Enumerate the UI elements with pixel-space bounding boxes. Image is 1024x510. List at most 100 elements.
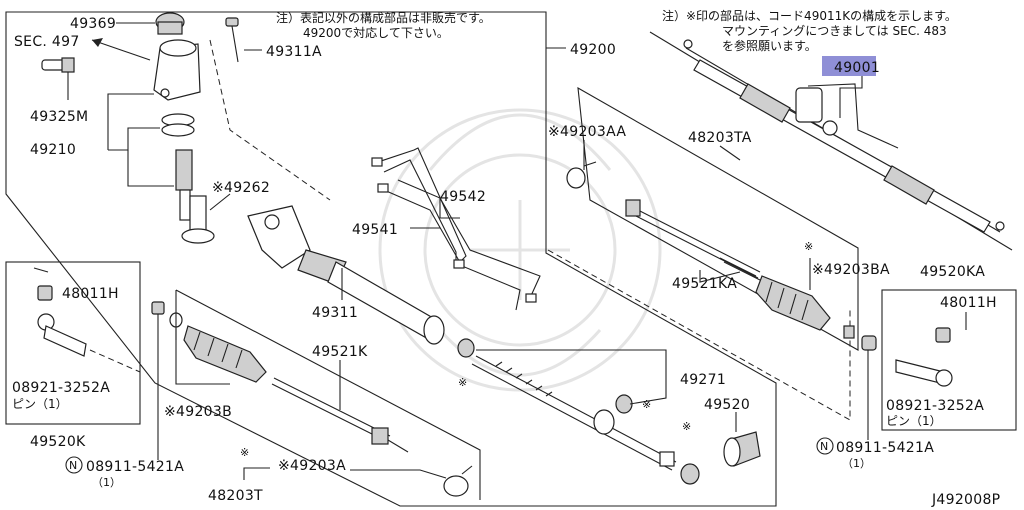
dashed-guide-tie-rod-left [89,349,141,373]
label-49369[interactable]: 49369 [70,16,116,32]
label-49520[interactable]: 49520 [704,397,750,413]
leader-49210-c [107,93,154,150]
label-49203a[interactable]: ※49203A [278,458,346,474]
label-49001[interactable]: 49001 [834,60,880,76]
leader-49210-a [108,127,160,151]
leader-49210-b [127,150,174,187]
label-49210[interactable]: 49210 [30,142,76,158]
part-49369-cap [155,12,185,35]
part-49203a-clamp [443,465,473,497]
part-49520k-tie-rod-end [37,313,87,357]
part-49271-seal-c [680,463,700,485]
label-49520ka[interactable]: 49520KA [920,264,985,280]
leader-49542 [439,198,460,219]
label-49203b[interactable]: ※49203B [164,404,232,420]
note-left-line2: 49200で対応して下さい。 [303,26,449,40]
box-49520ka [881,289,1017,431]
part-49541-49542-pipes [371,147,541,311]
note-right-line2: マウンティングにつきましては SEC. 483 [722,24,947,38]
pin-sketch-left [33,267,49,273]
part-49203ba-boot [755,275,831,331]
part-49262-shaft [181,195,215,244]
leader-49521ka [699,270,741,283]
part-rack-bar [471,355,677,471]
dashed-group-48203ta [547,249,851,421]
label-49203aa[interactable]: ※49203AA [548,124,626,140]
n-marker-left-text: N [69,459,77,472]
star-marker-boot-left: ※ [240,446,249,459]
label-pin-left: ピン（1） [12,397,68,411]
star-marker-seal-b: ※ [642,398,651,411]
part-49203aa-clamp [566,161,597,189]
label-49311[interactable]: 49311 [312,305,358,321]
part-49325m-fitting [41,57,75,73]
group-48203ta-frame [577,86,859,351]
note-right-line1: 注）※印の部品は、コード49011Kの構成を示します。 [662,8,957,23]
part-valve-housing [153,39,201,101]
dashed-guide-valve [209,39,331,201]
part-boot-clip-right [843,325,855,339]
part-49311a-bolt [225,17,239,63]
part-48011h-nut-right [935,327,951,343]
leader-49262 [209,193,231,211]
box-49520k [5,261,141,425]
diagram-ref-code: J492008P [931,492,1000,508]
label-49521ka[interactable]: 49521KA [672,276,737,292]
complete-rack-assembly [649,31,1013,251]
n-marker-left [65,456,83,474]
part-48011h-nut-left [37,285,53,301]
label-08911-right[interactable]: 08911-5421A [836,440,934,456]
part-49520-bushing [723,431,761,467]
leader-49271 [476,349,667,405]
star-marker-seal-c: ※ [682,420,691,433]
label-49311a[interactable]: 49311A [266,44,322,60]
part-49520ka-tie-rod-end [895,359,953,387]
assembly-frame [5,11,777,507]
label-49271[interactable]: 49271 [680,372,726,388]
highlight-49001 [822,56,876,76]
n-marker-right-text: N [820,440,828,453]
part-49521ka-inner-rod [625,199,761,281]
label-48011h-right[interactable]: 48011H [940,295,997,311]
arrow-sec497 [91,39,151,61]
part-08911-nut-left [151,301,165,315]
arrowhead-sec497 [92,38,103,47]
label-49200: 49200 [570,42,616,58]
part-49521k-inner-rod [271,377,409,453]
label-49262[interactable]: ※49262 [212,180,270,196]
note-right-line3: を参照願います。 [722,38,817,53]
label-08911-left[interactable]: 08911-5421A [86,459,184,475]
star-marker-seal-a: ※ [458,376,467,389]
label-sec497[interactable]: SEC. 497 [14,34,80,50]
label-qty-left: （1） [92,476,121,489]
leader-48203t [243,467,270,480]
leader-48203ta [719,145,741,161]
leader-49203a [350,469,447,479]
label-qty-right: （1） [842,457,871,470]
label-49203ba[interactable]: ※49203BA [812,262,890,278]
part-49311-rack-housing [247,205,445,345]
label-08921-left[interactable]: 08921-3252A [12,380,110,396]
label-48203t[interactable]: 48203T [208,488,263,504]
label-08921-right[interactable]: 08921-3252A [886,398,984,414]
n-marker-right [816,437,834,455]
part-49203b-boot [183,325,267,383]
label-49541[interactable]: 49541 [352,222,398,238]
label-pin-right: ピン（1） [886,414,942,428]
label-48203ta[interactable]: 48203TA [688,130,752,146]
label-49520k[interactable]: 49520K [30,434,86,450]
part-49271-seal-a [457,338,475,358]
star-marker-boot-right: ※ [804,240,813,253]
group-48203t-frame [175,289,481,500]
leader-49001 [839,76,863,118]
label-48011h-left[interactable]: 48011H [62,286,119,302]
part-08911-nut-right [861,335,877,351]
label-49521k[interactable]: 49521K [312,344,368,360]
note-left-line1: 注）表記以外の構成部品は非販売です。 [276,10,491,25]
label-49542[interactable]: 49542 [440,189,486,205]
part-49210-seals-and-pinion [161,113,195,221]
part-49271-seal-b [615,394,633,414]
label-49325m[interactable]: 49325M [30,109,88,125]
leader-49203b [175,328,230,385]
